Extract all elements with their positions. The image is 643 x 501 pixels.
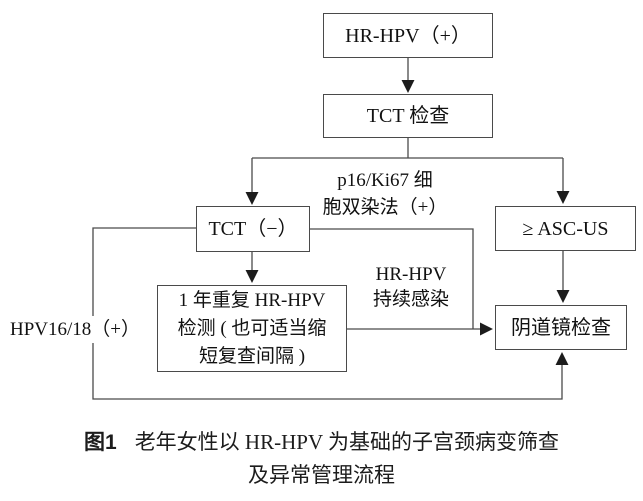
node-repeat-hpv-test-line1: 1 年重复 HR-HPV: [178, 289, 326, 311]
node-tct-negative: TCT（−）: [196, 206, 310, 252]
edge-label-hrhpv-persistent-line2: 持续感染: [372, 289, 449, 310]
node-tct-negative-label: TCT（−）: [208, 218, 298, 240]
node-asc-us: ≥ ASC-US: [495, 206, 636, 251]
edge-label-p16-ki67: p16/Ki67 细 胞双染法（+）: [305, 167, 465, 221]
node-hr-hpv-positive-label: HR-HPV（+）: [345, 24, 471, 47]
caption-title-text: 老年女性以 HR-HPV 为基础的子宫颈病变筛查: [134, 430, 559, 454]
node-tct-exam-label: TCT 检查: [366, 105, 450, 127]
node-repeat-hpv-test: 1 年重复 HR-HPV 检测 ( 也可适当缩 短复查间隔 ): [157, 285, 347, 372]
edge-label-p16-ki67-line1: p16/Ki67 细: [337, 170, 433, 191]
edge-hpv1618-path: [92, 227, 569, 400]
node-tct-exam: TCT 检查: [323, 94, 493, 138]
edge-label-p16-ki67-line2: 胞双染法（+）: [322, 197, 448, 218]
edge-label-hpv16-18: HPV16/18（+）: [8, 316, 143, 343]
node-colposcopy: 阴道镜检查: [495, 305, 627, 350]
caption-line1: 图1 老年女性以 HR-HPV 为基础的子宫颈病变筛查: [0, 426, 643, 459]
node-repeat-hpv-test-line3: 短复查间隔 ): [198, 345, 306, 367]
figure-caption: 图1 老年女性以 HR-HPV 为基础的子宫颈病变筛查 及异常管理流程: [0, 426, 643, 492]
caption-figure-number: 图1: [84, 431, 117, 454]
caption-line2: 及异常管理流程: [248, 463, 395, 487]
edge-label-hrhpv-persistent-line1: HR-HPV: [375, 264, 447, 285]
edge-label-hpv16-18-text: HPV16/18（+）: [10, 319, 141, 340]
node-colposcopy-label: 阴道镜检查: [511, 316, 611, 339]
node-hr-hpv-positive: HR-HPV（+）: [323, 13, 493, 58]
node-asc-us-label: ≥ ASC-US: [522, 217, 609, 240]
edge-label-hrhpv-persistent: HR-HPV 持续感染: [353, 262, 469, 312]
edge-p16-path: [310, 228, 474, 329]
node-repeat-hpv-test-line2: 检测 ( 也可适当缩: [177, 317, 327, 339]
